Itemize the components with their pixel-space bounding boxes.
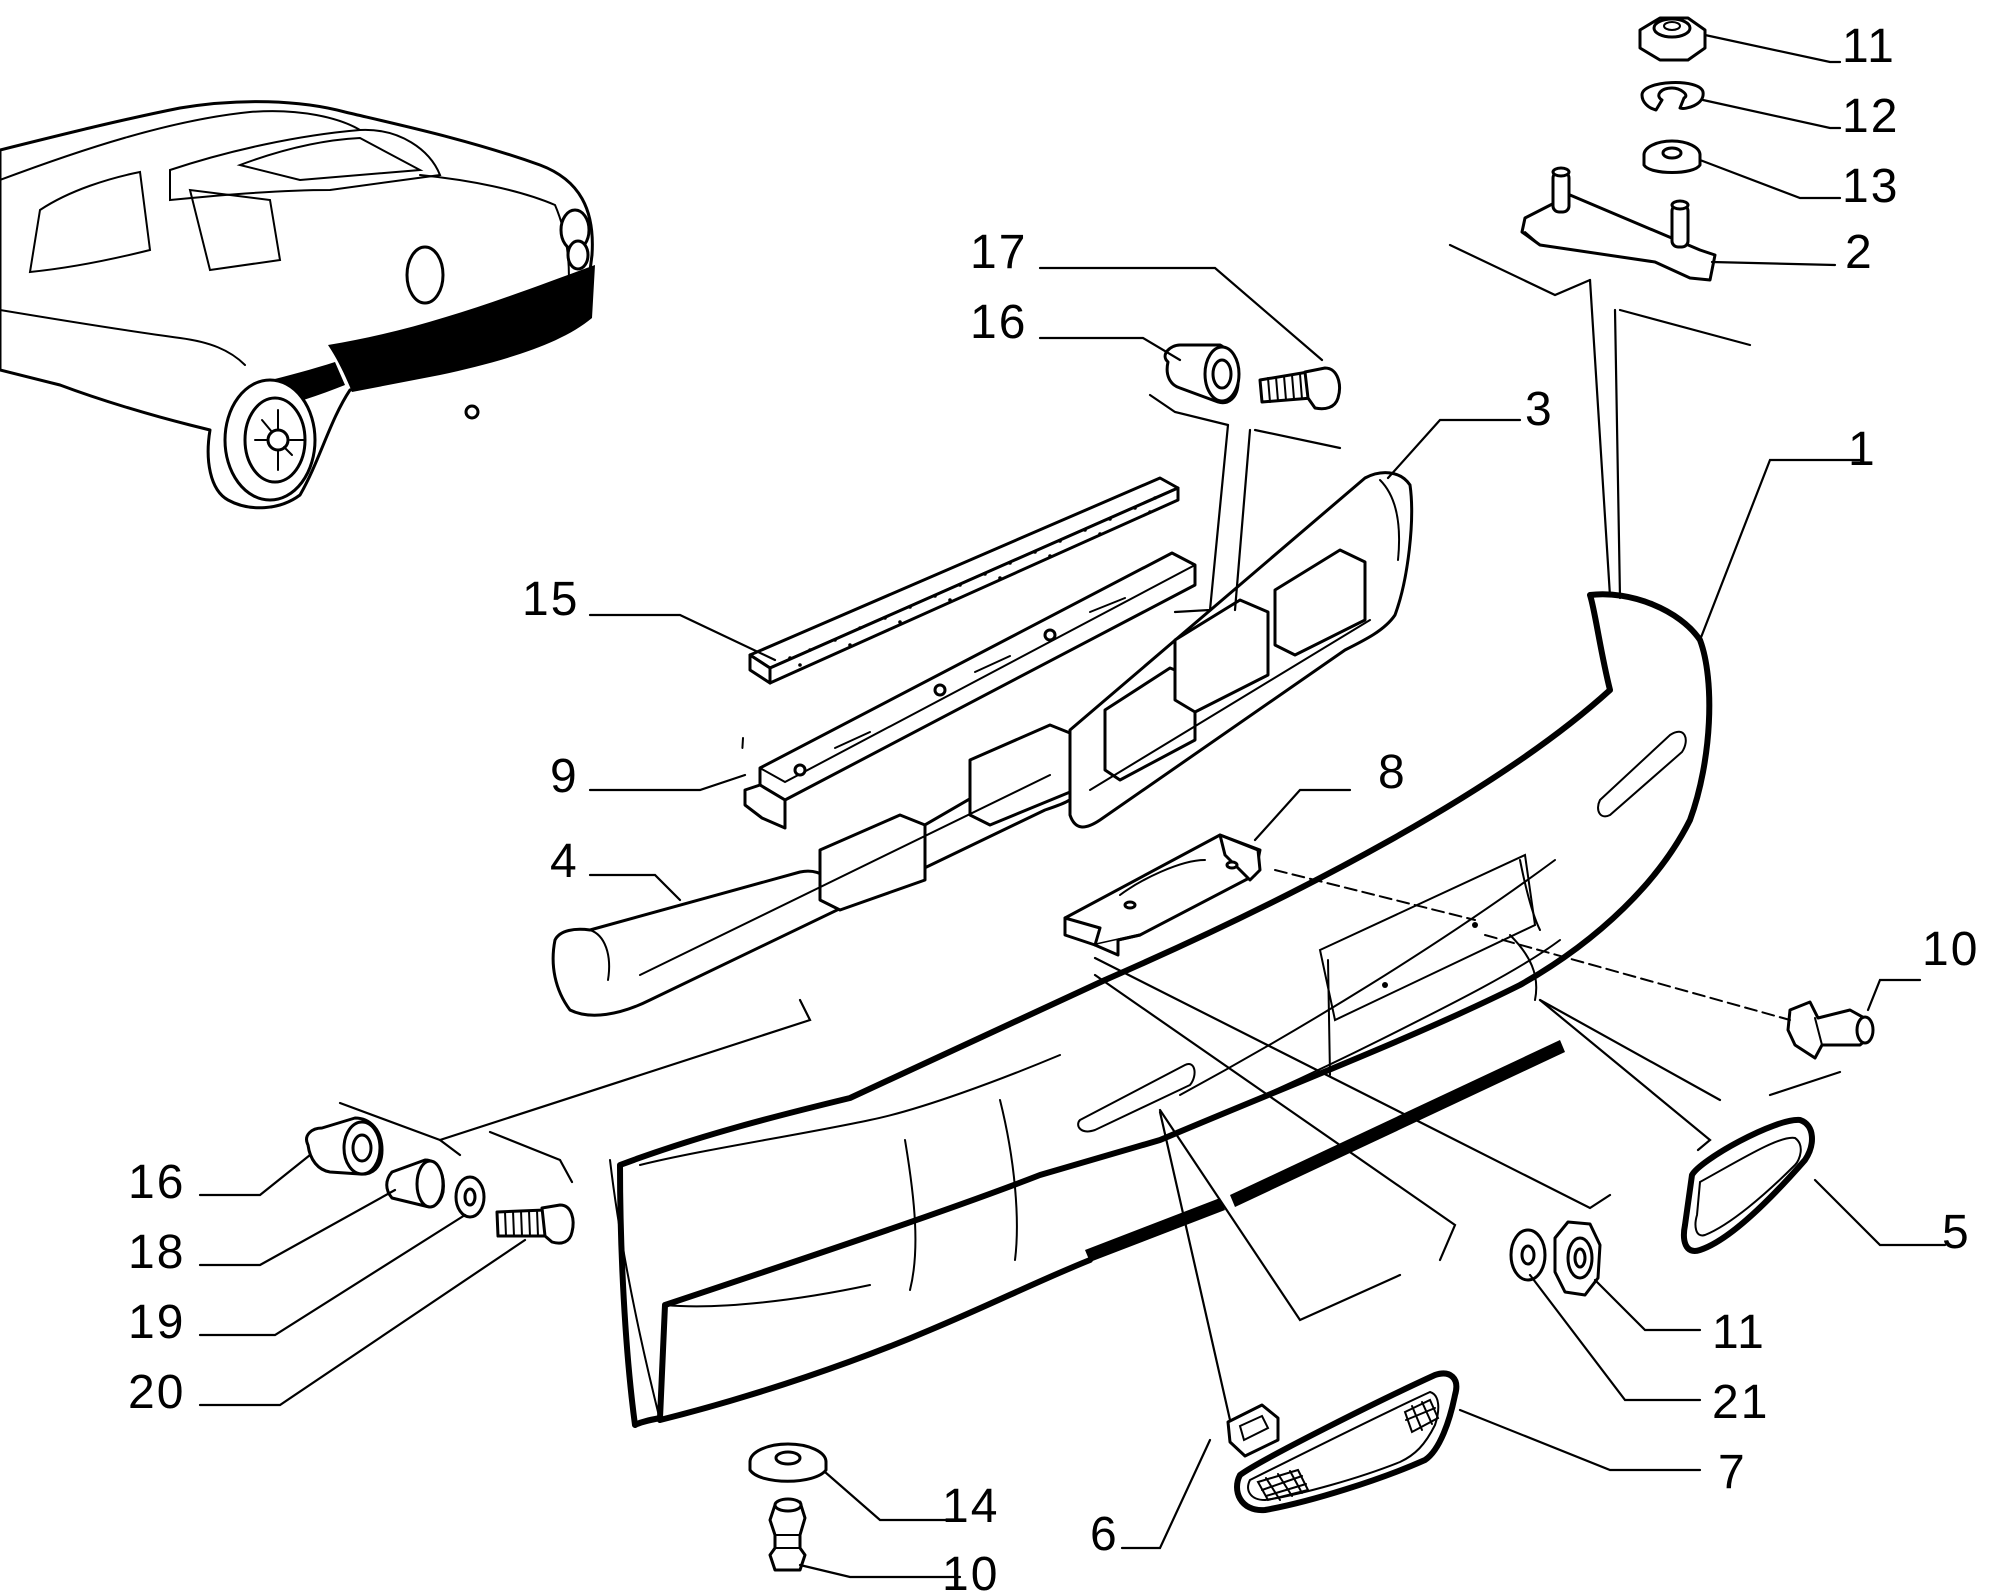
callout-5: 5 [1942,1206,1971,1259]
callout-10-right: 10 [1922,923,1979,976]
bracket-2 [1520,166,1717,282]
foam-strip-15 [748,476,1180,685]
nut-11-top [1638,16,1707,62]
reflector-5 [1680,1116,1815,1254]
callout-10-bottom: 10 [942,1548,999,1593]
callout-7: 7 [1718,1446,1747,1499]
callout-11-top: 11 [1842,20,1896,73]
callout-21: 21 [1712,1376,1769,1429]
fastener-6 [1226,1403,1280,1458]
callout-9: 9 [550,750,579,803]
bumper-shell-1 [609,591,1713,1428]
washer-13 [1642,139,1702,174]
spacer-16-upper [1163,343,1241,405]
callout-1: 1 [1848,423,1877,476]
nut-11-lower [1553,1220,1602,1297]
callout-13: 13 [1842,160,1899,213]
callout-4: 4 [550,835,579,888]
push-clip-10-right [1786,1000,1875,1060]
spring-clip-12 [1640,81,1705,112]
foam-perforations [788,496,1157,667]
push-clip-10-bottom [768,1497,807,1572]
assembly-guide-lines [338,243,1842,1422]
step-plate-7 [1234,1370,1460,1514]
callout-leaders [198,33,1947,1579]
mounting-bracket-8 [1063,833,1262,957]
callout-19: 19 [128,1296,185,1349]
energy-absorber-3 [1068,471,1414,829]
vehicle-overview-illustration [0,100,595,510]
washer-19 [454,1175,486,1219]
callout-18: 18 [128,1226,185,1279]
callout-6: 6 [1090,1508,1119,1561]
washer-14 [748,1442,828,1483]
bolt-17-upper [1258,366,1341,411]
callout-11-lower: 11 [1712,1306,1766,1359]
callout-16-upper: 16 [970,296,1027,349]
callout-8: 8 [1378,746,1407,799]
spacer-16-lower [305,1116,384,1176]
callout-2: 2 [1845,226,1874,279]
washer-21 [1509,1228,1547,1282]
callout-3: 3 [1525,383,1554,436]
callout-labels: 11 12 13 2 17 16 3 1 15 9 8 4 10 5 16 18… [128,20,1979,1593]
sleeve-18 [385,1158,445,1209]
callout-20: 20 [128,1366,185,1419]
callout-12: 12 [1842,90,1899,143]
bolt-20 [495,1203,575,1245]
callout-14: 14 [942,1480,999,1533]
callout-15: 15 [522,573,579,626]
callout-17: 17 [970,226,1027,279]
callout-16-lower: 16 [128,1156,185,1209]
energy-absorber-4 [551,723,1082,1017]
reinforcement-channel-9 [743,551,1197,830]
